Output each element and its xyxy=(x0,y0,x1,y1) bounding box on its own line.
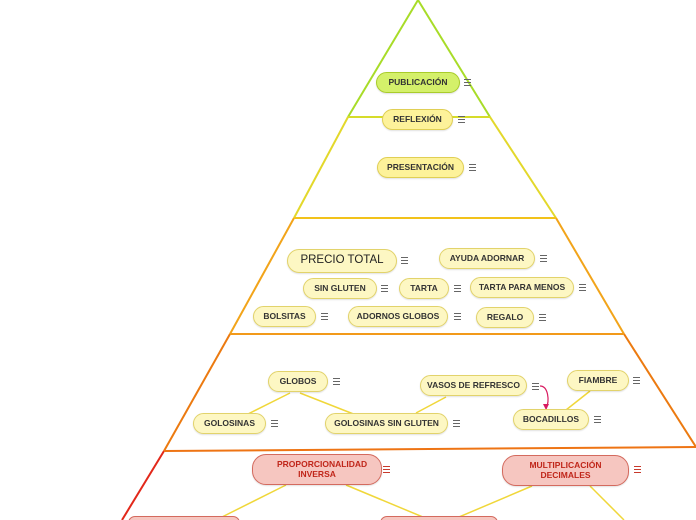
menu-icon[interactable] xyxy=(381,285,388,292)
menu-icon[interactable] xyxy=(401,257,408,264)
menu-icon[interactable] xyxy=(383,466,390,473)
node-ayuda-adornar-label: AYUDA ADORNAR xyxy=(449,252,525,263)
node-golosinas[interactable]: GOLOSINAS xyxy=(193,413,266,434)
menu-icon[interactable] xyxy=(454,313,461,320)
menu-icon[interactable] xyxy=(321,313,328,320)
node-proporcionalidad-inversa[interactable]: PROPORCIONALIDAD INVERSA xyxy=(252,454,382,485)
menu-icon[interactable] xyxy=(633,377,640,384)
menu-icon[interactable] xyxy=(540,255,547,262)
node-presentacion-label: PRESENTACIÓN xyxy=(387,161,454,172)
node-fiambre[interactable]: FIAMBRE xyxy=(567,370,629,391)
node-bolsitas[interactable]: BOLSITAS xyxy=(253,306,316,327)
node-sin-gluten[interactable]: SIN GLUTEN xyxy=(303,278,377,299)
node-cutoff-center[interactable] xyxy=(380,516,498,520)
menu-icon[interactable] xyxy=(454,285,461,292)
node-globos[interactable]: GLOBOS xyxy=(268,371,328,392)
node-multiplicacion-decimales-label: MULTIPLICACIÓN DECIMALES xyxy=(529,459,602,480)
menu-icon[interactable] xyxy=(579,284,586,291)
menu-icon[interactable] xyxy=(271,420,278,427)
node-cutoff-left[interactable] xyxy=(128,516,240,520)
node-precio-total-label: PRECIO TOTAL xyxy=(300,254,384,267)
menu-icon[interactable] xyxy=(594,416,601,423)
node-vasos-de-refresco-label: VASOS DE REFRESCO xyxy=(427,379,520,390)
node-tarta-label: TARTA xyxy=(410,282,438,293)
node-golosinas-sin-gluten[interactable]: GOLOSINAS SIN GLUTEN xyxy=(325,413,448,434)
menu-icon[interactable] xyxy=(333,378,340,385)
node-tarta[interactable]: TARTA xyxy=(399,278,449,299)
node-precio-total[interactable]: PRECIO TOTAL xyxy=(287,249,397,273)
connector-vasos-golosinas-sin-gluten xyxy=(415,396,447,414)
menu-icon[interactable] xyxy=(469,164,476,171)
pyramid-left-edge-base xyxy=(121,450,165,520)
node-vasos-de-refresco[interactable]: VASOS DE REFRESCO xyxy=(420,375,527,396)
pyramid-left-edge-upper xyxy=(293,116,349,219)
menu-icon[interactable] xyxy=(458,116,465,123)
pyramid-right-edge-upper xyxy=(489,116,557,219)
menu-icon[interactable] xyxy=(453,420,460,427)
node-fiambre-label: FIAMBRE xyxy=(578,374,618,385)
arrowhead-bocadillos xyxy=(543,404,549,410)
connector-proporcionalidad-right xyxy=(345,484,431,520)
node-publicacion[interactable]: PUBLICACIÓN xyxy=(376,72,460,93)
node-multiplicacion-decimales[interactable]: MULTIPLICACIÓN DECIMALES xyxy=(502,455,629,486)
menu-icon[interactable] xyxy=(634,466,641,473)
node-bocadillos[interactable]: BOCADILLOS xyxy=(513,409,589,430)
node-tarta-para-menos[interactable]: TARTA PARA MENOS xyxy=(470,277,574,298)
node-proporcionalidad-inversa-label: PROPORCIONALIDAD INVERSA xyxy=(277,458,368,479)
node-regalo[interactable]: REGALO xyxy=(476,307,534,328)
node-sin-gluten-label: SIN GLUTEN xyxy=(314,282,366,293)
node-adornos-globos-label: ADORNOS GLOBOS xyxy=(356,310,440,321)
node-reflexion-label: REFLEXIÓN xyxy=(393,113,442,124)
connector-globos-golosinas xyxy=(245,392,291,416)
pyramid-left-edge-lower xyxy=(163,333,231,452)
node-publicacion-label: PUBLICACIÓN xyxy=(388,76,448,87)
menu-icon[interactable] xyxy=(464,79,471,86)
node-globos-label: GLOBOS xyxy=(279,375,317,386)
node-regalo-label: REGALO xyxy=(486,311,524,322)
connector-multiplicacion-right xyxy=(589,485,625,520)
menu-icon[interactable] xyxy=(539,314,546,321)
node-bocadillos-label: BOCADILLOS xyxy=(522,413,580,424)
pyramid-right-edge-middle xyxy=(555,217,625,335)
node-golosinas-sin-gluten-label: GOLOSINAS SIN GLUTEN xyxy=(334,417,439,428)
node-adornos-globos[interactable]: ADORNOS GLOBOS xyxy=(348,306,448,327)
node-reflexion[interactable]: REFLEXIÓN xyxy=(382,109,453,130)
node-bolsitas-label: BOLSITAS xyxy=(263,310,306,321)
node-tarta-para-menos-label: TARTA PARA MENOS xyxy=(478,281,566,292)
connector-multiplicacion-left xyxy=(451,485,533,520)
node-presentacion[interactable]: PRESENTACIÓN xyxy=(377,157,464,178)
pyramid-left-edge-middle xyxy=(229,217,295,335)
connector-globos-golosinas-sin-gluten xyxy=(299,392,357,416)
pyramid-right-edge-lower xyxy=(623,333,696,448)
connector-fiambre-bocadillos xyxy=(565,390,591,411)
node-ayuda-adornar[interactable]: AYUDA ADORNAR xyxy=(439,248,535,269)
node-golosinas-label: GOLOSINAS xyxy=(203,417,255,428)
connector-proporcionalidad-left xyxy=(215,484,287,520)
band-divider-4 xyxy=(163,446,696,452)
pyramid-right-edge-apex xyxy=(417,0,491,118)
pyramid-left-edge-apex xyxy=(347,0,419,118)
menu-icon[interactable] xyxy=(532,383,539,390)
